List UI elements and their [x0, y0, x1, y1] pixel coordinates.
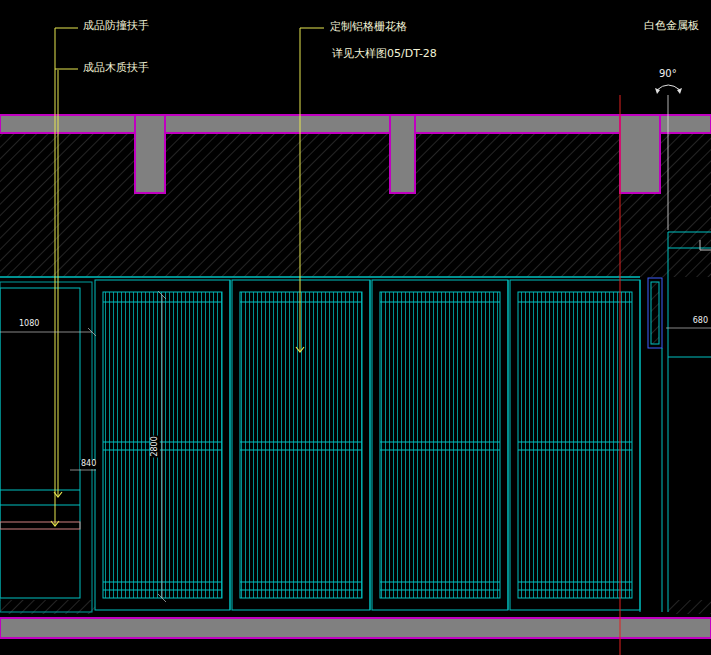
callout-text: 白色金属板 — [644, 20, 699, 32]
reference-note: 详见大样图05/DT-28 — [332, 48, 437, 60]
grille-slats — [103, 292, 632, 598]
ceiling-slab — [0, 115, 711, 133]
angle-label: 90° — [659, 68, 677, 79]
callout-text: 成品防撞扶手 — [83, 20, 149, 32]
ceiling-hatch — [0, 133, 711, 277]
dimension-text: 840 — [80, 460, 97, 469]
door-frame — [0, 288, 80, 598]
beam — [620, 115, 660, 193]
handrail — [0, 505, 80, 506]
leader-arrows — [51, 347, 304, 526]
beam — [390, 115, 415, 193]
handrail — [0, 522, 80, 529]
angle-arc — [657, 85, 680, 90]
section-line — [620, 95, 621, 655]
callout-text: 定制铝格栅花格 — [330, 21, 407, 33]
callout-text: 成品木质扶手 — [83, 62, 149, 74]
door-frame — [0, 282, 92, 612]
angle-arrows — [655, 88, 682, 94]
leader-lines — [55, 28, 324, 526]
floor-slab — [0, 618, 711, 638]
dimension-text: 680 — [692, 317, 709, 326]
grille-panels — [95, 280, 640, 610]
dimension-lines — [0, 291, 711, 602]
reference-line — [668, 95, 669, 230]
beam — [135, 115, 165, 193]
floor-hatch — [668, 600, 711, 614]
dimension-text: 1080 — [18, 320, 40, 329]
head-line — [0, 276, 640, 278]
wall-detail — [640, 232, 711, 612]
handrail — [0, 490, 80, 491]
dimension-text: 2800 — [151, 435, 160, 457]
grille-rails — [103, 292, 632, 598]
